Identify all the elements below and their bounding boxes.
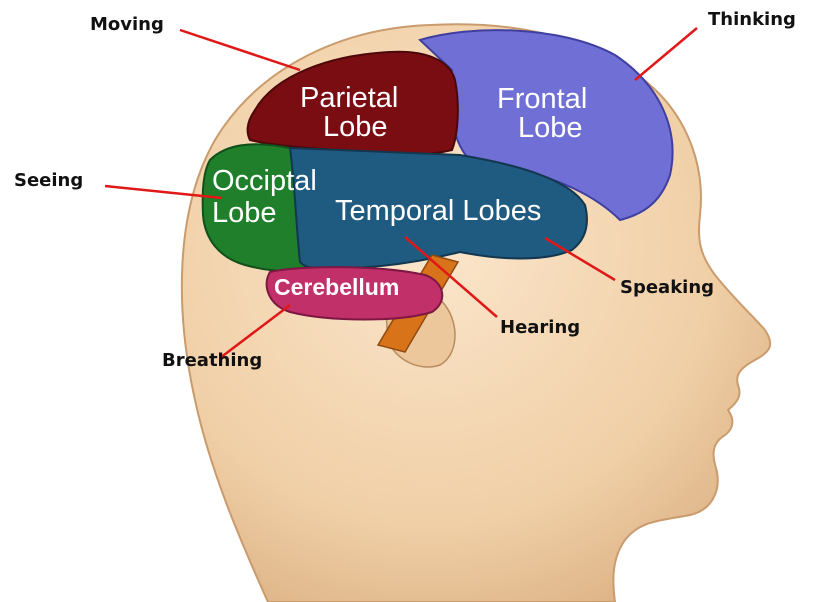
leader-line-moving <box>180 30 300 70</box>
leader-line-thinking <box>635 28 697 80</box>
frontal-label-line2: Lobe <box>518 112 583 144</box>
breathing-label: Breathing <box>162 350 262 371</box>
cerebellum-label: Cerebellum <box>274 274 399 300</box>
frontal-label-line1: Frontal <box>497 83 587 115</box>
parietal-label-line2: Lobe <box>323 111 388 143</box>
occipital-label-line1: Occiptal <box>212 165 317 197</box>
moving-label: Moving <box>90 14 164 35</box>
speaking-label: Speaking <box>620 277 714 298</box>
seeing-label: Seeing <box>14 170 83 191</box>
thinking-label: Thinking <box>708 9 796 30</box>
occipital-label-line2: Lobe <box>212 197 277 229</box>
parietal-label-line1: Parietal <box>300 82 398 114</box>
hearing-label: Hearing <box>500 317 580 338</box>
temporal-label: Temporal Lobes <box>335 195 541 227</box>
